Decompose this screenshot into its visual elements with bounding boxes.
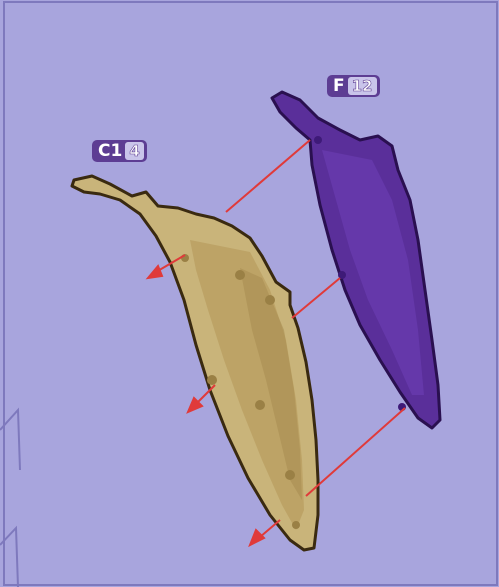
part-c1 bbox=[72, 176, 318, 550]
guide-line bbox=[226, 140, 310, 212]
part-letter: F bbox=[333, 77, 345, 95]
part-count: 12 bbox=[348, 77, 377, 95]
arrow-head bbox=[250, 530, 264, 545]
corner-accent-line bbox=[0, 528, 18, 587]
part-letter: C1 bbox=[98, 142, 122, 160]
part-badge-c1: C1 4 bbox=[92, 140, 147, 162]
guide-line bbox=[292, 278, 340, 318]
arrow-line bbox=[260, 520, 280, 537]
part-badge-f: F 12 bbox=[327, 75, 380, 97]
part-count: 4 bbox=[125, 142, 143, 160]
guide-line bbox=[306, 408, 405, 496]
arrow-head bbox=[148, 266, 162, 278]
